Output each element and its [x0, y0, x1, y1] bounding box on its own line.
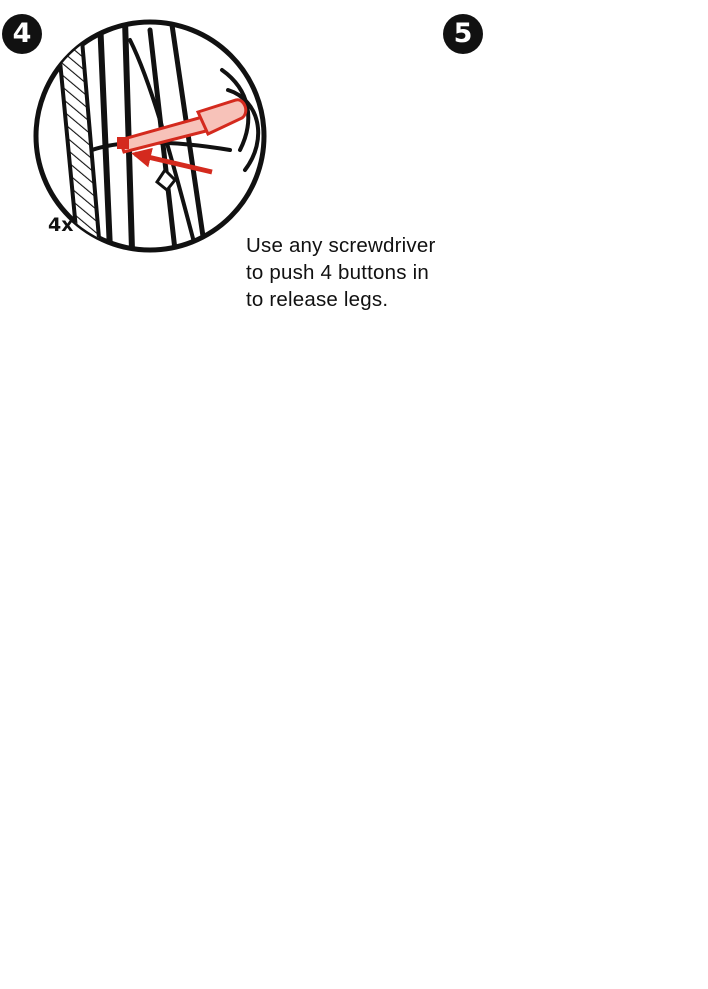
instruction-line: to release legs. — [246, 288, 389, 311]
instruction-line: Use any screwdriver — [246, 234, 436, 257]
quantity-label: 4x — [48, 214, 74, 236]
step-number-badge: 5 — [443, 14, 483, 54]
instruction-text: Use any screwdriver to push 4 buttons in… — [246, 232, 476, 313]
detail-zoom-circle — [33, 19, 267, 253]
step-number-badge: 4 — [2, 14, 42, 54]
screwdriver-icon — [117, 98, 248, 154]
instruction-line: to push 4 buttons in — [246, 261, 429, 284]
push-arrow-icon — [131, 147, 213, 175]
